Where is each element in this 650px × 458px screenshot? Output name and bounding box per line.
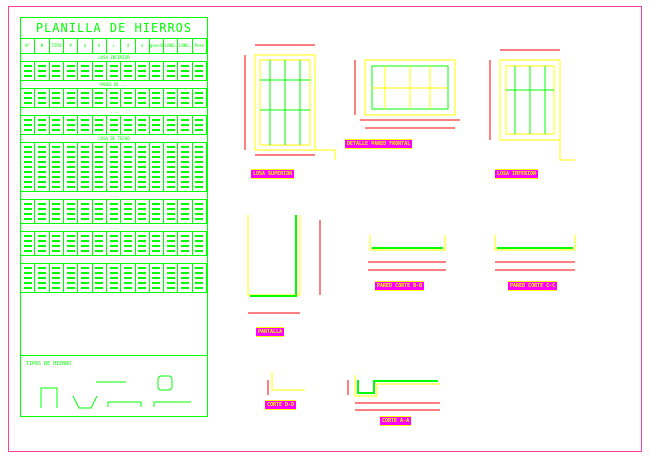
col: LONG. TOTAL: [178, 39, 193, 53]
label-losa-inferior: LOSA INFERIOR: [495, 169, 539, 179]
schedule-header: N° Ø TIPO # a b c d e gancho LONG. PARCI…: [21, 39, 208, 54]
losa-inferior-plan: [489, 49, 575, 161]
schedule-title: PLANILLA DE HIERROS: [21, 18, 207, 39]
rebar-schedule: PLANILLA DE HIERROS N° Ø TIPO # a b c d …: [20, 17, 208, 417]
label-corte-cc: PARED CORTE C-C: [508, 281, 558, 291]
label-corte-bb: PARED CORTE B-B: [375, 281, 425, 291]
pared-frontal-detail: [354, 59, 460, 129]
rebar-type-shapes: [40, 375, 191, 409]
col: Ø: [35, 39, 50, 53]
schedule-rows: [21, 143, 208, 192]
schedule-rows: [21, 232, 208, 256]
col: e: [136, 39, 150, 53]
label-corte-aa: CORTE A-A: [380, 416, 412, 426]
col: Peso Kg: [193, 39, 208, 53]
drawing-frame: [8, 6, 642, 452]
losa-superior-plan: [244, 44, 336, 160]
label-corte-dd: CORTE D-D: [265, 400, 297, 410]
schedule-section: ...: [21, 224, 207, 232]
label-pantalla: PANTALLA: [256, 327, 285, 337]
type-v-shape: [72, 395, 98, 409]
schedule-section: LOSA INFERIOR: [21, 54, 207, 62]
schedule-section: ...: [21, 192, 207, 200]
col: c: [107, 39, 122, 53]
corte-aa-section: [347, 375, 440, 411]
col: #: [64, 39, 79, 53]
corte-cc-section: [494, 235, 576, 271]
schedule-section: ...: [21, 256, 207, 264]
schedule-section: LOSA DE TECHO: [21, 135, 207, 143]
schedule-rows: [21, 264, 208, 293]
schedule-rows: [21, 89, 208, 108]
schedule-section: PARED DE ...: [21, 81, 207, 89]
rebar-types: TIPOS DE HIERRO: [21, 355, 207, 416]
schedule-rows: [21, 116, 208, 135]
pantalla-section: [247, 215, 321, 314]
col: d: [121, 39, 136, 53]
col: b: [93, 39, 107, 53]
col: LONG. PARCIAL: [164, 39, 179, 53]
types-title: TIPOS DE HIERRO: [26, 361, 72, 367]
schedule-section: ...: [21, 108, 207, 116]
col: gancho: [150, 39, 165, 53]
label-losa-superior: LOSA SUPERIOR: [251, 169, 295, 179]
schedule-rows: [21, 200, 208, 224]
schedule-rows: [21, 62, 208, 81]
col: N°: [21, 39, 36, 53]
type-o-shape: [157, 375, 173, 391]
schedule-body: LOSA INFERIOR PARED DE ...... LOSA DE TECH…: [21, 54, 208, 293]
corte-dd-section: [267, 372, 305, 395]
col: a: [78, 39, 93, 53]
corte-bb-section: [368, 235, 446, 271]
col: TIPO: [50, 39, 64, 53]
type-u-shape: [40, 387, 58, 408]
label-pared-frontal: DETALLE PARED FRONTAL: [345, 139, 413, 149]
type-l-shape: [153, 401, 191, 407]
type-g-shape: [107, 401, 142, 407]
